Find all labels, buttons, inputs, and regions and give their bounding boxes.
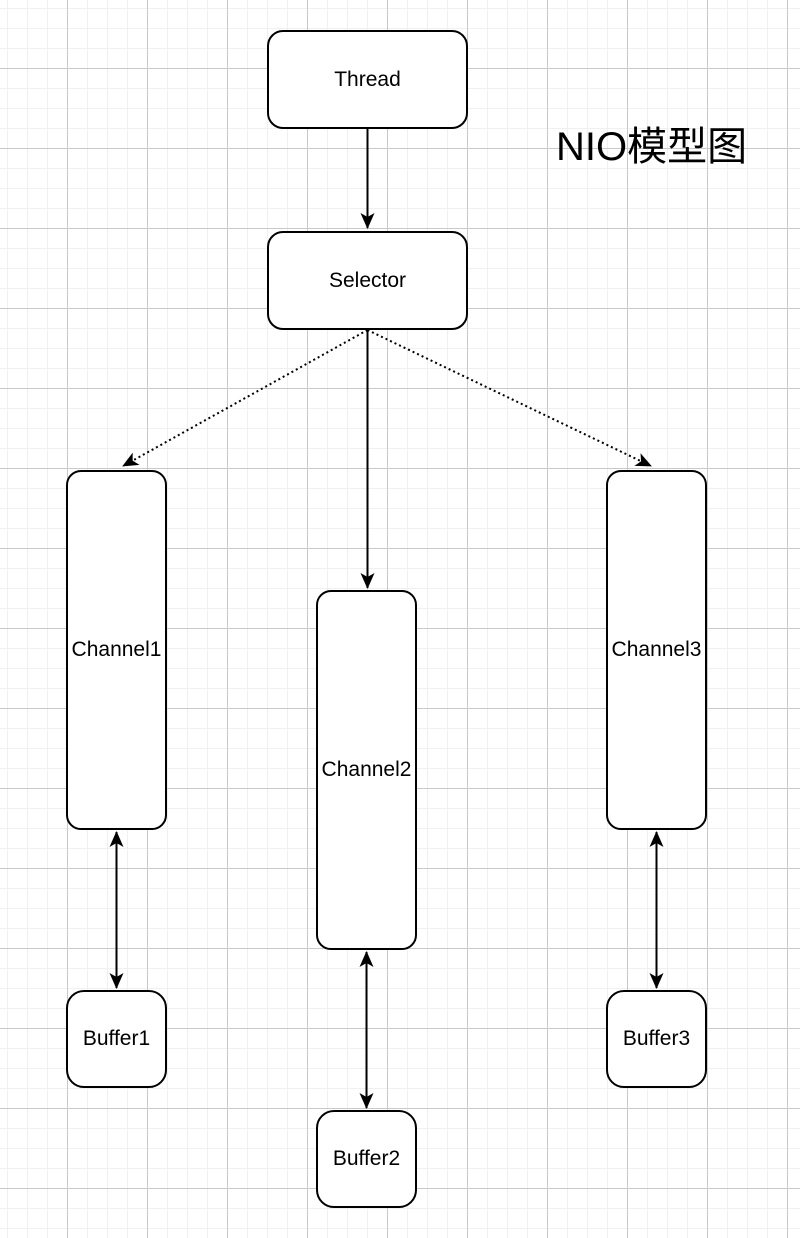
node-channel1: Channel1 xyxy=(66,470,167,830)
node-buffer2: Buffer2 xyxy=(316,1110,417,1208)
node-buffer2-label: Buffer2 xyxy=(332,1147,401,1170)
node-channel2: Channel2 xyxy=(316,590,417,950)
node-selector: Selector xyxy=(267,231,468,330)
edge-selector-to-channel3-dotted xyxy=(367,329,652,467)
node-channel1-label: Channel1 xyxy=(71,638,162,661)
node-channel3-label: Channel3 xyxy=(611,638,702,661)
diagram-title: NIO模型图 xyxy=(556,125,748,169)
edge-selector-to-channel1-dotted xyxy=(122,329,368,467)
node-thread-label: Thread xyxy=(334,67,401,91)
node-buffer3: Buffer3 xyxy=(606,990,707,1088)
node-buffer3-label: Buffer3 xyxy=(622,1027,691,1050)
node-channel3: Channel3 xyxy=(606,470,707,830)
node-selector-label: Selector xyxy=(328,268,407,292)
node-buffer1-label: Buffer1 xyxy=(82,1027,151,1050)
node-channel2-label: Channel2 xyxy=(321,758,412,781)
node-buffer1: Buffer1 xyxy=(66,990,167,1088)
node-thread: Thread xyxy=(267,30,468,129)
